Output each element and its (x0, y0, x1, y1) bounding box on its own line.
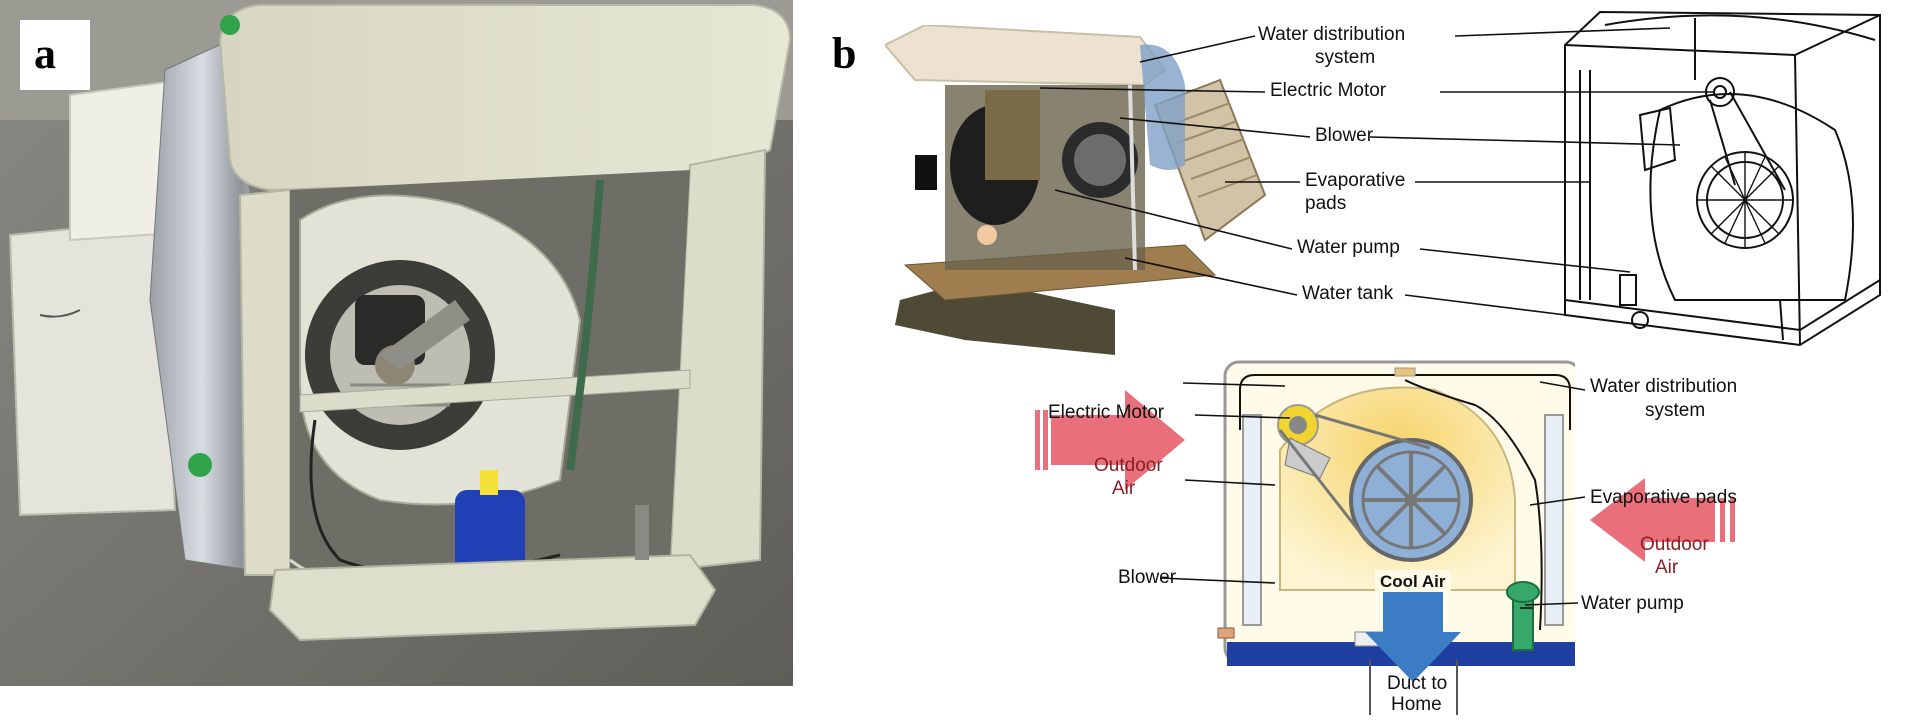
panel-a-letter: a (34, 29, 56, 78)
cooler-schematic (1035, 360, 1582, 715)
cooler-cutaway-photo (883, 23, 1305, 360)
outdoor-air-right-line1: Outdoor (1640, 534, 1709, 555)
outdoor-air-arrow-right (1590, 478, 1735, 562)
cool-air-label: Cool Air (1380, 572, 1446, 591)
cooler-line-drawing (1545, 0, 1905, 350)
schematic-label-evaporative-pads: Evaporative pads (1590, 487, 1737, 508)
duct-label-line2: Home (1391, 694, 1442, 715)
photo-label-water-pump: Water pump (1297, 237, 1400, 258)
photo-label-evaporative-pads-line2: pads (1305, 193, 1347, 214)
photo-label-electric-motor: Electric Motor (1270, 80, 1387, 101)
outdoor-air-left-line2: Air (1112, 478, 1136, 499)
schematic-label-water-distribution-line1: Water distribution (1590, 376, 1738, 397)
panel-a-letter-box (20, 20, 90, 90)
photo-label-water-distribution-line1: Water distribution (1258, 24, 1406, 45)
photo-label-water-distribution-line2: system (1315, 47, 1376, 68)
schematic-label-water-pump: Water pump (1581, 593, 1684, 614)
schematic-label-water-distribution-line2: system (1645, 400, 1706, 421)
evaporative-cooler-photo (0, 0, 793, 686)
photo-label-blower: Blower (1315, 125, 1374, 146)
outdoor-air-right-line2: Air (1655, 557, 1679, 578)
schematic-label-blower: Blower (1118, 567, 1177, 588)
photo-label-water-tank: Water tank (1302, 283, 1394, 304)
outdoor-air-left-line1: Outdoor (1094, 455, 1163, 476)
water-pump-blue (455, 490, 525, 580)
schematic-label-electric-motor: Electric Motor (1048, 402, 1165, 423)
panel-b-letter: b (832, 29, 857, 78)
photo-label-evaporative-pads-line1: Evaporative (1305, 170, 1406, 191)
duct-label-line1: Duct to (1387, 673, 1448, 694)
panel-a-photo: a (0, 0, 793, 686)
